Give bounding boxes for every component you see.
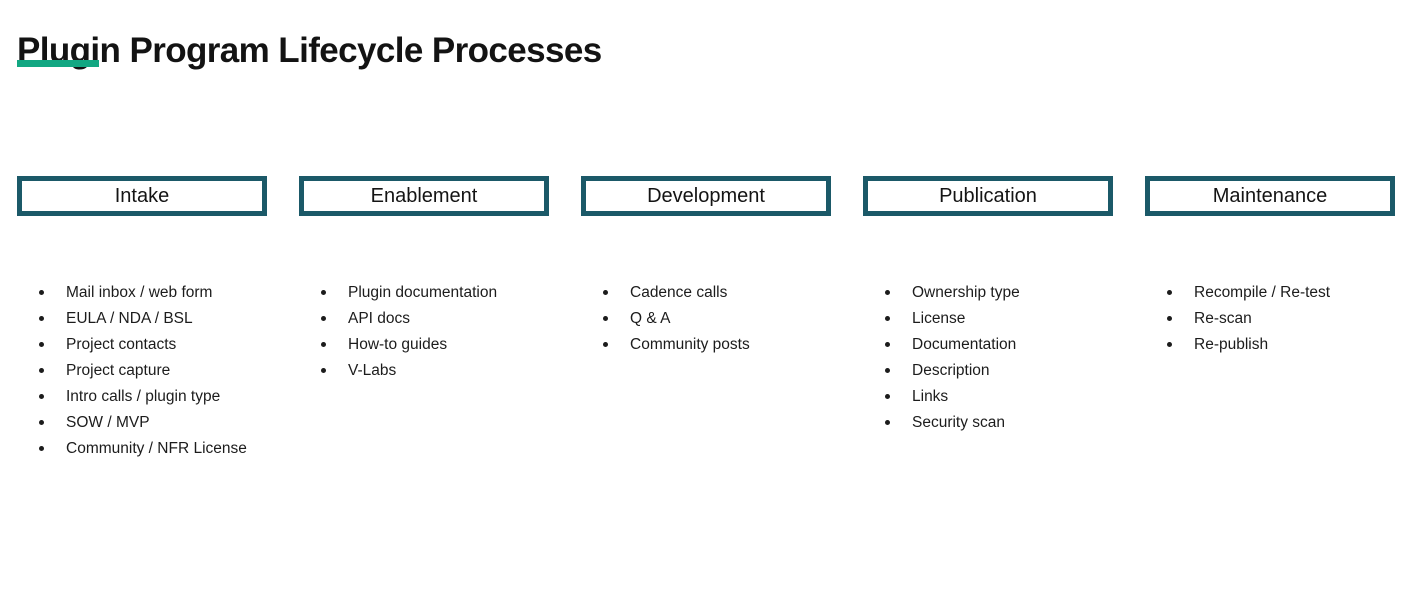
- list-item-label: Mail inbox / web form: [66, 284, 213, 301]
- list-item: Recompile / Re-test: [1145, 280, 1395, 306]
- list-item: Ownership type: [863, 280, 1113, 306]
- bullet-icon: [603, 290, 608, 295]
- list-item: V-Labs: [299, 358, 549, 384]
- column-intake: Intake Mail inbox / web form EULA / NDA …: [17, 176, 267, 462]
- column-item-list: Plugin documentation API docs How-to gui…: [299, 280, 549, 384]
- bullet-icon: [39, 342, 44, 347]
- list-item: SOW / MVP: [17, 410, 267, 436]
- column-header-maintenance: Maintenance: [1145, 176, 1395, 216]
- list-item: EULA / NDA / BSL: [17, 306, 267, 332]
- list-item: Project capture: [17, 358, 267, 384]
- column-header-enablement: Enablement: [299, 176, 549, 216]
- list-item: Documentation: [863, 332, 1113, 358]
- bullet-icon: [603, 342, 608, 347]
- column-development: Development Cadence calls Q & A Communit…: [581, 176, 831, 462]
- list-item-label: How-to guides: [348, 336, 448, 353]
- bullet-icon: [39, 316, 44, 321]
- bullet-icon: [885, 368, 890, 373]
- bullet-icon: [603, 316, 608, 321]
- bullet-icon: [39, 368, 44, 373]
- bullet-icon: [885, 290, 890, 295]
- title-accent-underline: [17, 60, 99, 67]
- list-item-label: Recompile / Re-test: [1194, 284, 1331, 301]
- list-item-label: Intro calls / plugin type: [66, 388, 221, 405]
- list-item-label: API docs: [348, 310, 411, 327]
- column-item-list: Cadence calls Q & A Community posts: [581, 280, 831, 358]
- lifecycle-columns: Intake Mail inbox / web form EULA / NDA …: [17, 176, 1395, 462]
- list-item-label: Project capture: [66, 362, 171, 379]
- list-item: Plugin documentation: [299, 280, 549, 306]
- bullet-icon: [39, 394, 44, 399]
- list-item-label: Security scan: [912, 414, 1006, 431]
- list-item: Description: [863, 358, 1113, 384]
- bullet-icon: [321, 290, 326, 295]
- list-item: Intro calls / plugin type: [17, 384, 267, 410]
- bullet-icon: [321, 368, 326, 373]
- page-title: Plugin Program Lifecycle Processes: [17, 31, 602, 71]
- list-item: Community / NFR License: [17, 436, 267, 462]
- list-item-label: Links: [912, 388, 949, 405]
- list-item: API docs: [299, 306, 549, 332]
- list-item: Community posts: [581, 332, 831, 358]
- list-item-label: License: [912, 310, 966, 327]
- list-item-label: Ownership type: [912, 284, 1020, 301]
- bullet-icon: [885, 394, 890, 399]
- list-item: Cadence calls: [581, 280, 831, 306]
- list-item-label: Project contacts: [66, 336, 177, 353]
- bullet-icon: [1167, 316, 1172, 321]
- bullet-icon: [39, 446, 44, 451]
- column-item-list: Mail inbox / web form EULA / NDA / BSL P…: [17, 280, 267, 462]
- list-item: How-to guides: [299, 332, 549, 358]
- list-item: Links: [863, 384, 1113, 410]
- list-item: Re-publish: [1145, 332, 1395, 358]
- column-header-intake: Intake: [17, 176, 267, 216]
- list-item: Q & A: [581, 306, 831, 332]
- list-item: Security scan: [863, 410, 1113, 436]
- list-item-label: Community / NFR License: [66, 440, 247, 457]
- column-maintenance: Maintenance Recompile / Re-test Re-scan …: [1145, 176, 1395, 462]
- bullet-icon: [885, 316, 890, 321]
- list-item: License: [863, 306, 1113, 332]
- bullet-icon: [321, 342, 326, 347]
- bullet-icon: [885, 342, 890, 347]
- list-item: Mail inbox / web form: [17, 280, 267, 306]
- list-item-label: SOW / MVP: [66, 414, 150, 431]
- column-header-development: Development: [581, 176, 831, 216]
- bullet-icon: [1167, 290, 1172, 295]
- list-item-label: Cadence calls: [630, 284, 728, 301]
- column-item-list: Recompile / Re-test Re-scan Re-publish: [1145, 280, 1395, 358]
- list-item-label: Community posts: [630, 336, 750, 353]
- list-item: Re-scan: [1145, 306, 1395, 332]
- bullet-icon: [321, 316, 326, 321]
- bullet-icon: [39, 420, 44, 425]
- list-item-label: Description: [912, 362, 990, 379]
- list-item: Project contacts: [17, 332, 267, 358]
- column-header-publication: Publication: [863, 176, 1113, 216]
- list-item-label: EULA / NDA / BSL: [66, 310, 193, 327]
- list-item-label: Re-scan: [1194, 310, 1252, 327]
- column-publication: Publication Ownership type License Docum…: [863, 176, 1113, 462]
- bullet-icon: [39, 290, 44, 295]
- column-item-list: Ownership type License Documentation Des…: [863, 280, 1113, 436]
- list-item-label: Plugin documentation: [348, 284, 498, 301]
- list-item-label: Documentation: [912, 336, 1017, 353]
- bullet-icon: [1167, 342, 1172, 347]
- list-item-label: V-Labs: [348, 362, 397, 379]
- list-item-label: Q & A: [630, 310, 671, 327]
- column-enablement: Enablement Plugin documentation API docs…: [299, 176, 549, 462]
- bullet-icon: [885, 420, 890, 425]
- list-item-label: Re-publish: [1194, 336, 1269, 353]
